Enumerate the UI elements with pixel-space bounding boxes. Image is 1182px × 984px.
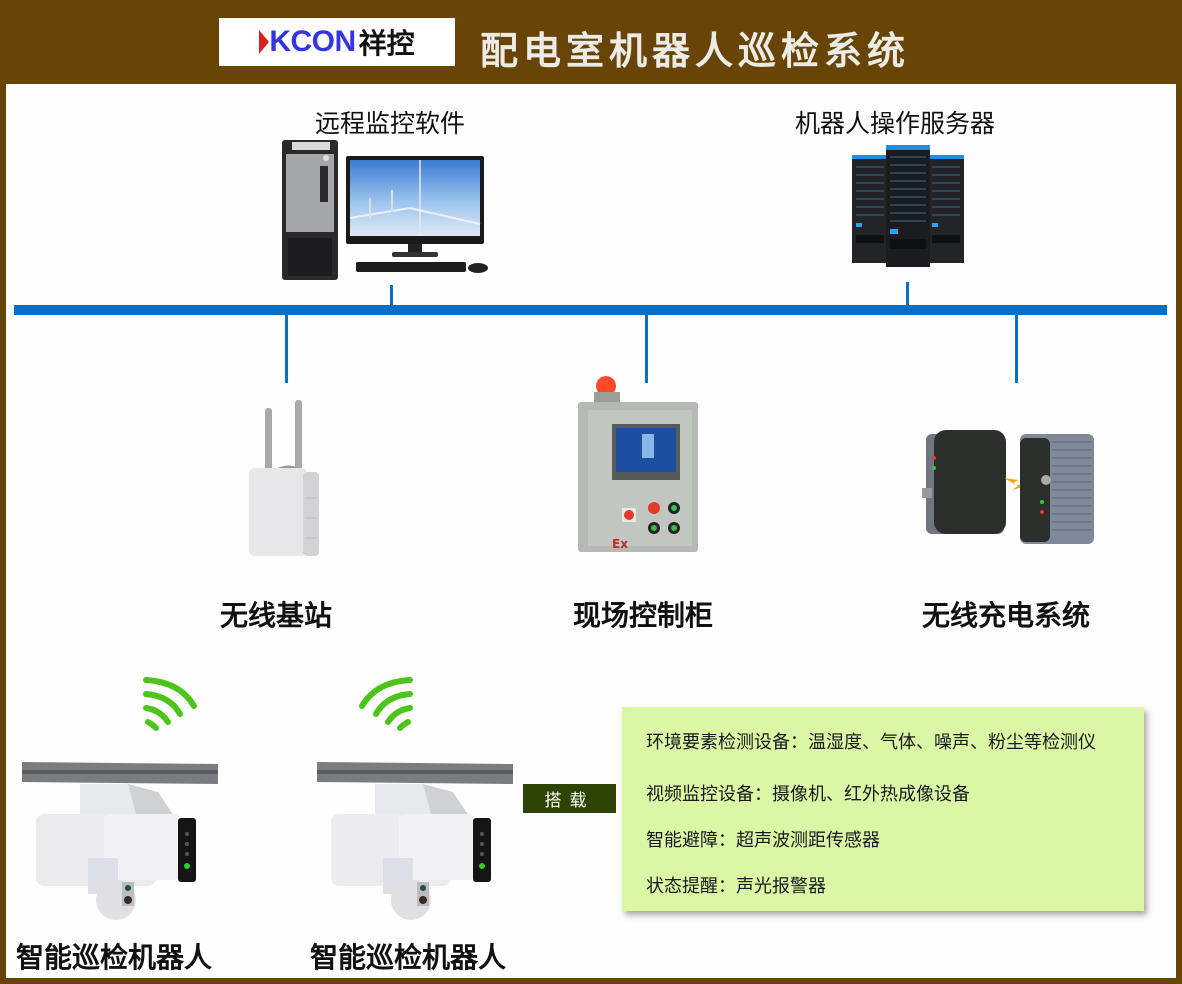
connector-robot-server xyxy=(906,282,909,307)
control-cabinet-label: 现场控制柜 xyxy=(573,599,714,632)
wireless-charger-label: 无线充电系统 xyxy=(922,599,1091,632)
wifi-signal-icon xyxy=(143,677,197,731)
remote-monitoring-label: 远程监控软件 xyxy=(315,109,466,138)
robot-label-2: 智能巡检机器人 xyxy=(310,941,507,974)
inspection-robot-icon xyxy=(317,762,513,920)
wifi-signal-icon xyxy=(359,677,413,731)
inspection-robot-icon xyxy=(22,762,218,920)
network-bus xyxy=(14,305,1167,315)
robot-server-label: 机器人操作服务器 xyxy=(795,109,996,138)
desktop-computer-icon xyxy=(282,140,488,280)
logo-mark-icon xyxy=(259,30,270,54)
equipment-panel: 环境要素检测设备：温湿度、气体、噪声、粉尘等检测仪 视频监控设备：摄像机、红外热… xyxy=(622,707,1144,911)
control-cabinet-icon: Ex xyxy=(578,376,698,552)
connector-wireless-base-station xyxy=(285,313,288,383)
equipment-item-environment: 环境要素检测设备：温湿度、气体、噪声、粉尘等检测仪 xyxy=(646,732,1096,753)
connector-control-cabinet xyxy=(645,313,648,383)
equipment-item-obstacle-avoidance: 智能避障：超声波测距传感器 xyxy=(646,830,880,851)
wireless-charger-icon xyxy=(922,430,1094,544)
logo-chinese: 祥控 xyxy=(358,27,415,60)
connector-remote-monitoring xyxy=(390,285,393,307)
connector-wireless-charger xyxy=(1015,313,1018,383)
robot-label-1: 智能巡检机器人 xyxy=(16,941,213,974)
logo-brand: KCON xyxy=(269,25,356,58)
load-badge: 搭载 xyxy=(523,784,616,813)
header: KCON 祥控 配电室机器人巡检系统 xyxy=(0,0,1182,84)
server-rack-icon xyxy=(852,145,964,267)
equipment-item-status-alert: 状态提醒：声光报警器 xyxy=(646,876,826,897)
equipment-item-video: 视频监控设备：摄像机、红外热成像设备 xyxy=(646,784,970,805)
svg-text:Ex: Ex xyxy=(612,537,628,551)
wireless-base-station-icon xyxy=(249,400,319,556)
wireless-base-station-label: 无线基站 xyxy=(220,599,333,632)
company-logo: KCON 祥控 xyxy=(219,18,455,66)
page-title: 配电室机器人巡检系统 xyxy=(480,29,911,73)
